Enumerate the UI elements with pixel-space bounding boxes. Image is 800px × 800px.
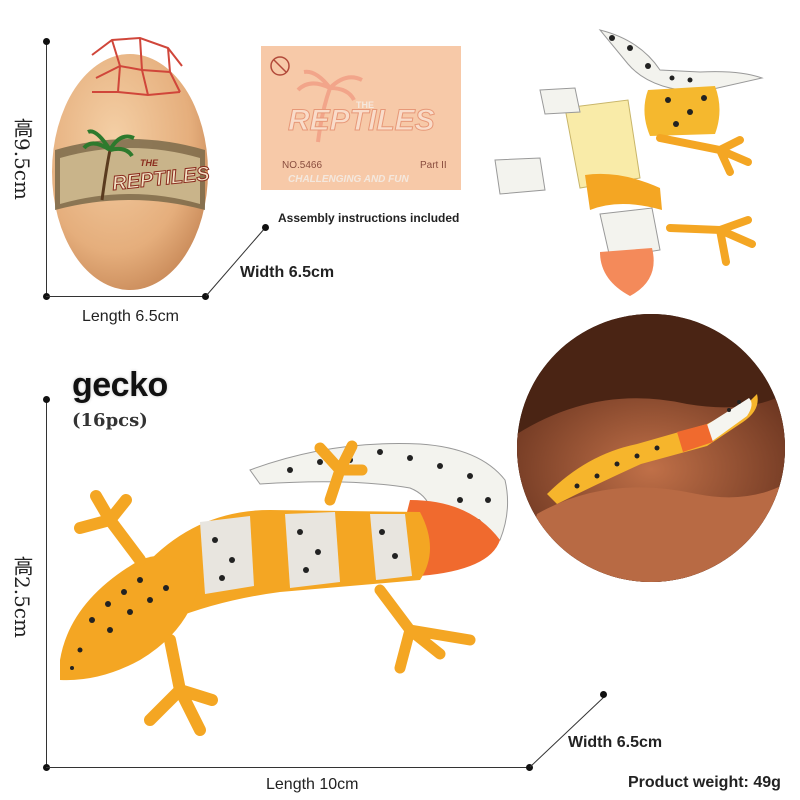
- gecko-height-line: [46, 400, 47, 768]
- gecko-length-line: [46, 767, 530, 768]
- egg-height-dot-top: [43, 38, 50, 45]
- product-name: gecko: [72, 366, 168, 404]
- piece-count: (16pcs): [72, 410, 148, 431]
- card-note: Assembly instructions included: [278, 211, 460, 225]
- egg-band-the: THE: [140, 158, 158, 168]
- palm-tree-icon: [82, 129, 135, 201]
- gecko-height-label: 高2.5cm: [10, 556, 34, 638]
- egg-length-label: Length 6.5cm: [82, 308, 179, 325]
- gecko-length-dot-right: [526, 764, 533, 771]
- egg-length-line: [46, 296, 206, 297]
- card-palm-icon: [296, 69, 363, 143]
- card-brand-title: REPTILES: [288, 104, 436, 138]
- card-model-number: NO.5466: [282, 160, 323, 171]
- egg-width-dot-top: [262, 224, 269, 231]
- card-brand-the: THE: [356, 100, 374, 110]
- gecko-width-label: Width 6.5cm: [568, 734, 663, 751]
- product-weight: Product weight: 49g: [628, 774, 781, 791]
- habitat-photo: [517, 314, 785, 582]
- egg-length-dot-right: [202, 293, 209, 300]
- instruction-card: [261, 46, 461, 190]
- gecko-length-label: Length 10cm: [266, 776, 359, 793]
- egg-height-label: 高9.5cm: [10, 118, 34, 200]
- card-slogan: CHALLENGING AND FUN: [288, 174, 409, 185]
- gecko-width-dot-top: [600, 691, 607, 698]
- gecko-height-dot-top: [43, 396, 50, 403]
- card-part: Part II: [420, 160, 447, 171]
- egg-width-label: Width 6.5cm: [240, 264, 335, 281]
- egg-height-line: [46, 42, 47, 296]
